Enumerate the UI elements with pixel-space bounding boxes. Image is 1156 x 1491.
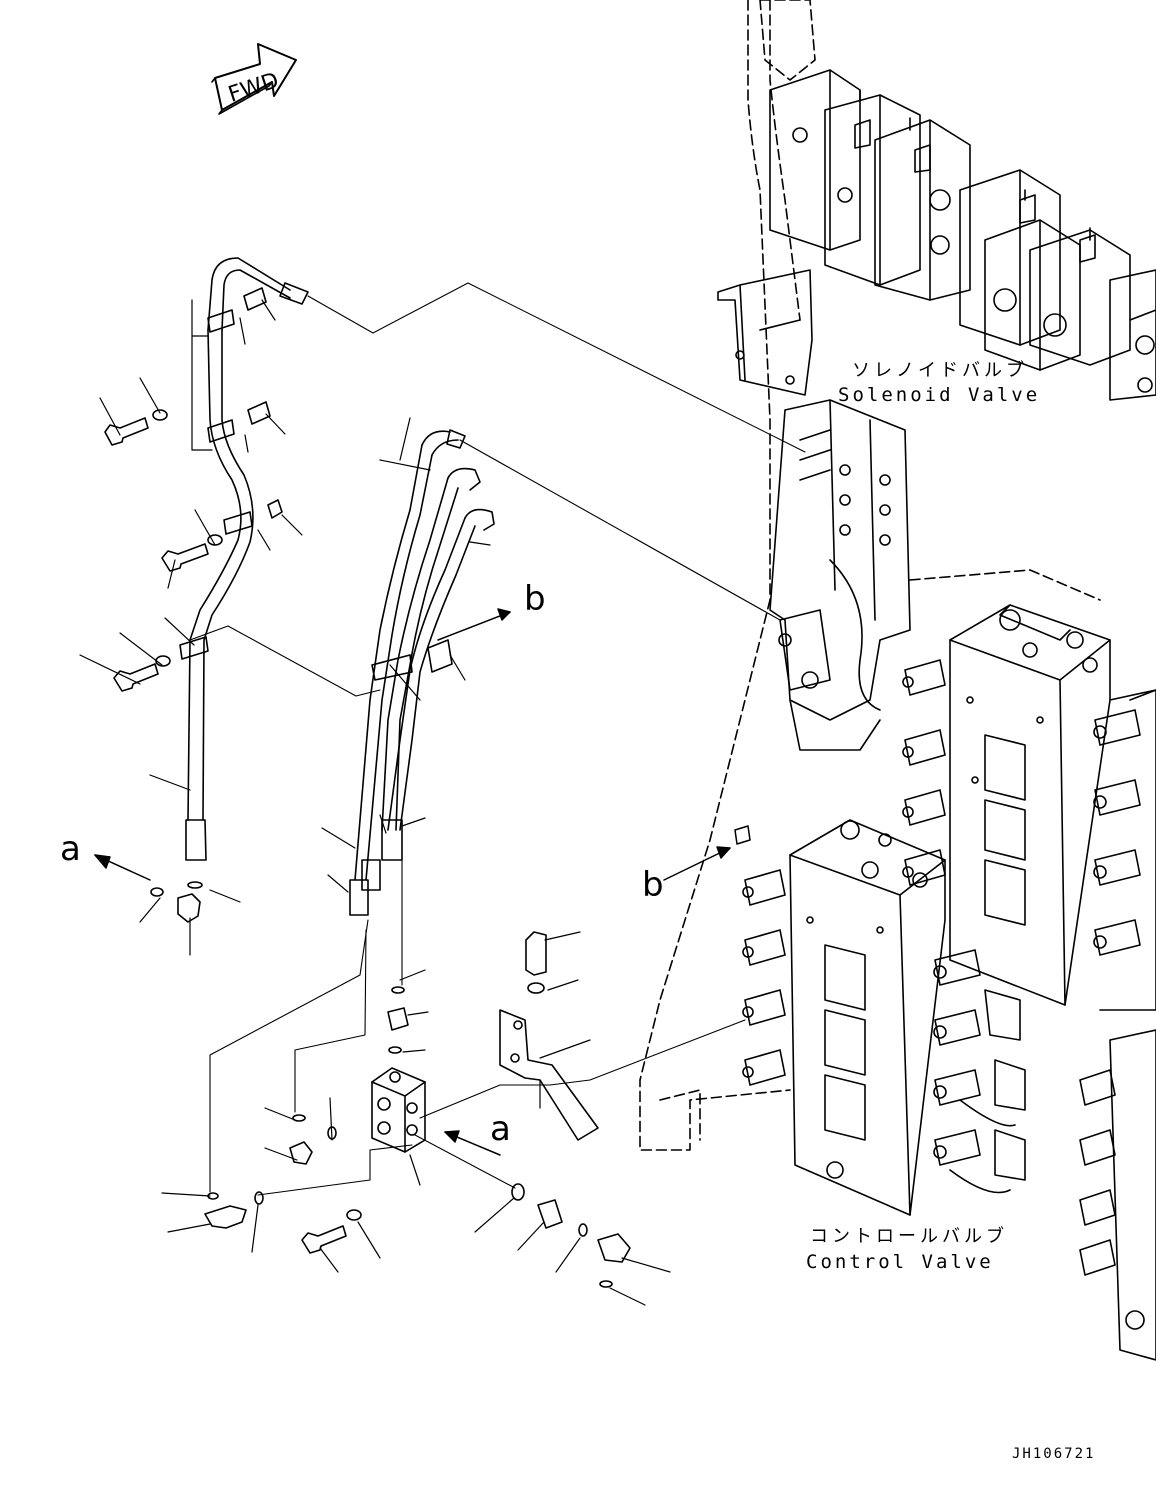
fittings-orings [150,881,631,1288]
control-valve-label-jp: コントロールバルブ [810,1226,1008,1247]
drawing-code: JH106721 [1012,1446,1096,1462]
solenoid-bracket [717,269,813,396]
callout-a-right: a [490,1109,511,1149]
solenoid-valve-label-jp: ソレノイドバルブ [852,360,1028,381]
junction-bracket [499,1009,599,1141]
control-valve-right [1109,1029,1156,1361]
machine-frame [639,0,1101,1151]
control-valve-label-en: Control Valve [806,1251,994,1273]
callout-b-right: b [642,865,664,905]
leader-lines [79,299,671,1306]
control-valve-lower [789,819,946,1216]
bolts-washers [104,409,547,1254]
control-valve-upper [949,604,1156,1011]
callout-a-left: a [60,829,81,869]
fwd-arrow-icon [211,43,297,115]
callout-arrows [94,608,751,1156]
solenoid-valve-label-en: Solenoid Valve [838,384,1041,406]
callout-b-upper: b [524,579,546,619]
hose-assembly-2 [349,429,495,916]
solenoid-valve-bank [769,69,1156,401]
hose-assembly-1 [179,257,309,861]
clamp-spacers [243,287,453,673]
solenoid-valve-body [769,399,911,751]
valve-fittings [742,659,1141,1276]
connection-lines [189,282,806,1196]
junction-block [371,1067,426,1153]
